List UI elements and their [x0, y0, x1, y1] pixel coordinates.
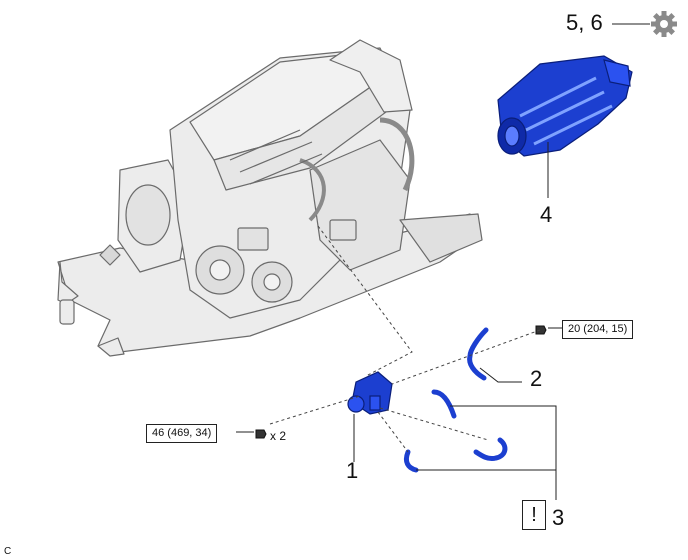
quantity-label: x 2: [270, 429, 287, 443]
callout-4: 4: [540, 202, 553, 227]
torque-spec-left: 46 (469, 34): [146, 424, 218, 443]
callout-5-6: 5, 6: [566, 10, 603, 35]
callout-3: 3: [552, 505, 565, 530]
leader-lines: [236, 23, 650, 500]
callout-2: 2: [530, 366, 543, 391]
bolt-icon: [535, 325, 547, 335]
dashed-lines: [269, 225, 541, 453]
throttle-body: [347, 371, 393, 415]
corner-label: C: [4, 546, 12, 557]
callout-1: 1: [346, 458, 359, 483]
engine-assembly: [57, 39, 483, 357]
intake-manifold: [497, 55, 633, 157]
bolts: [255, 325, 547, 439]
water-hose-3: [403, 389, 508, 473]
notice-icon: !: [522, 500, 546, 530]
engine-mount: [59, 299, 75, 325]
gear-icon: [651, 11, 677, 37]
torque-spec-upper: 20 (204, 15): [562, 320, 634, 339]
bolt-icon: [255, 429, 267, 439]
